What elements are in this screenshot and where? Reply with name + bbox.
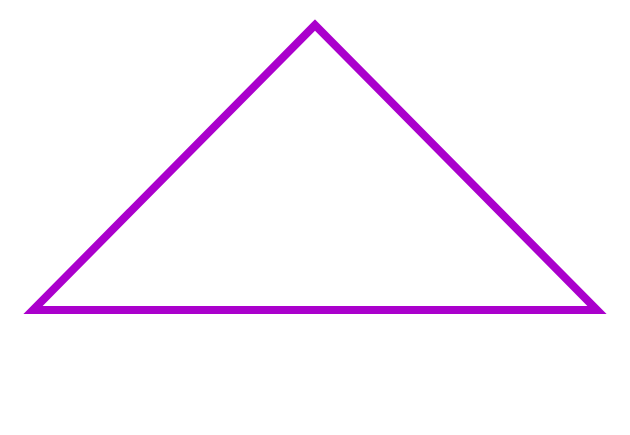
- triangle-outline: [23, 19, 607, 314]
